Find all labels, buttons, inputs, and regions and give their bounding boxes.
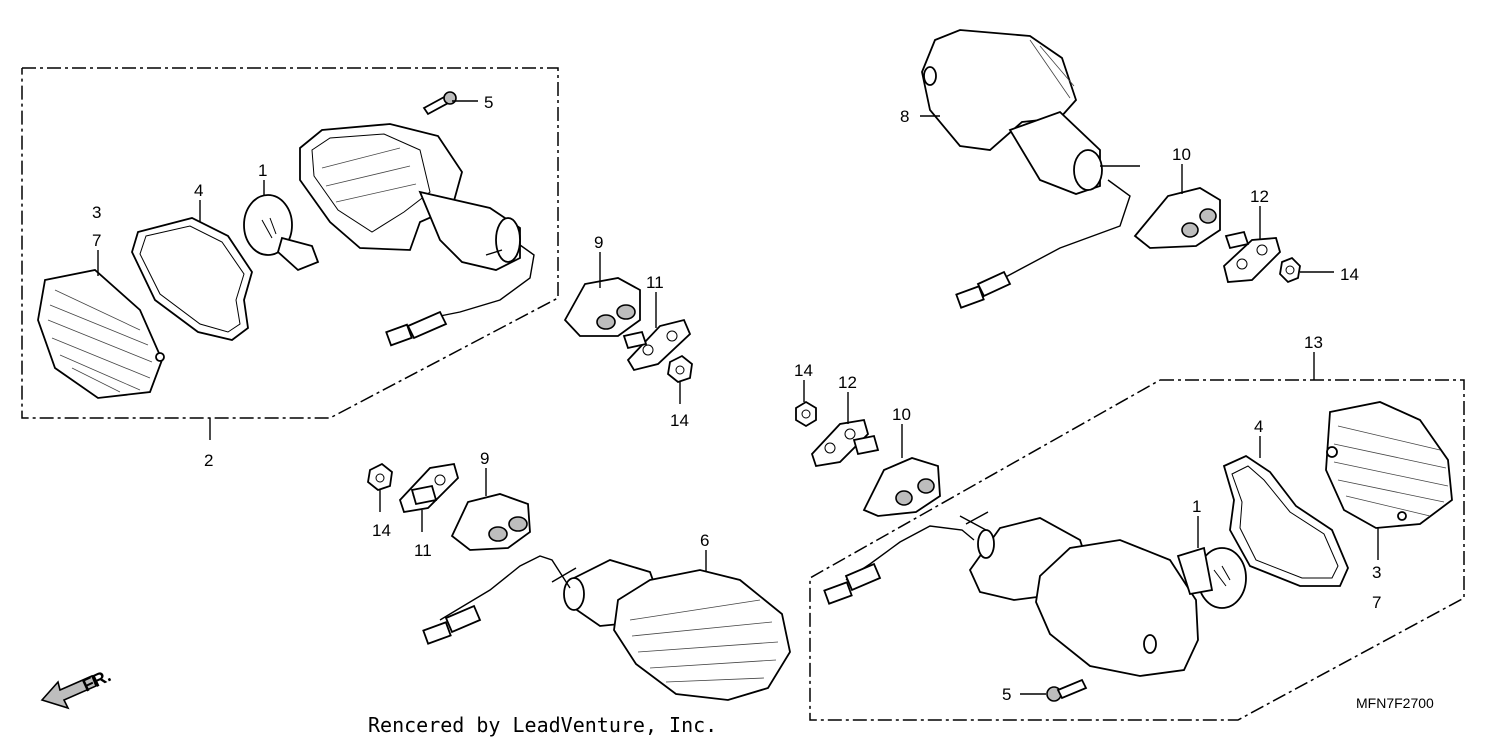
screw-part-5-bottom[interactable] [1046,678,1088,702]
plate-part-12-bottom[interactable] [810,418,880,468]
callout-11-top: 11 [646,273,664,292]
lens-part-3-7-right[interactable] [1325,401,1453,529]
callout-12-bottom: 12 [838,373,857,392]
grommet-part-9-top[interactable] [563,277,641,337]
diagram-code: MFN7F2700 [1356,695,1434,711]
callout-10-bottom: 10 [892,405,911,424]
callout-1-top-left: 1 [258,161,267,180]
callout-5-top: 5 [484,93,493,112]
lens-part-3-7-left[interactable] [37,269,165,399]
plate-part-12-top[interactable] [1222,230,1282,283]
plate-part-11-bottom[interactable] [398,462,460,514]
bulb-part-1-left[interactable] [243,194,320,272]
gasket-part-4-right[interactable] [1222,454,1349,587]
callout-7-bottom-right: 7 [1372,593,1381,612]
turn-signal-part-8[interactable] [921,29,1140,309]
callout-4-bottom-right: 4 [1254,417,1263,436]
callout-14-bottom: 14 [372,521,391,540]
callout-9-bottom: 9 [480,449,489,468]
grommet-part-10-bottom[interactable] [862,457,941,517]
housing-left-front[interactable] [299,123,535,347]
callout-numbers: 1 3 7 4 5 2 9 11 14 8 10 12 14 13 14 12 … [92,93,1381,704]
gasket-part-4-left[interactable] [131,217,253,341]
callout-10-top: 10 [1172,145,1191,164]
credit-text: Rencered by LeadVenture, Inc. [368,713,717,737]
callout-3-bottom-right: 3 [1372,563,1381,582]
callout-13: 13 [1304,333,1323,352]
callout-4-top-left: 4 [194,181,203,200]
front-direction-indicator: FR. [40,665,114,710]
turn-signal-part-13-housing[interactable] [823,511,1199,677]
callout-8: 8 [900,107,909,126]
callout-14-top-right: 14 [1340,265,1359,284]
callout-14-right: 14 [794,361,813,380]
screw-part-5-top[interactable] [422,91,457,116]
callout-11-bottom: 11 [414,541,432,560]
nut-part-14-right[interactable] [795,400,817,428]
assembly-13-boundary [809,379,1465,721]
leader-lines [97,100,1379,695]
callout-6: 6 [700,531,709,550]
callout-9-top: 9 [594,233,603,252]
bulb-part-1-right[interactable] [1176,546,1247,609]
nut-part-14-top[interactable] [1279,256,1301,284]
callout-7-top-left: 7 [92,231,101,250]
callout-2: 2 [204,451,213,470]
callout-3-top-left: 3 [92,203,101,222]
nut-part-14-left[interactable] [667,354,693,384]
assembly-2-boundary [21,67,559,419]
nut-part-14-bottom[interactable] [367,462,393,492]
grommet-part-10-top[interactable] [1133,187,1221,249]
callout-5-bottom: 5 [1002,685,1011,704]
turn-signal-part-6[interactable] [422,555,791,701]
plate-part-11-top[interactable] [622,318,692,372]
grommet-part-9-bottom[interactable] [450,493,531,551]
callout-14-mid: 14 [670,411,689,430]
callout-1-bottom-right: 1 [1192,497,1201,516]
callout-12-top: 12 [1250,187,1269,206]
